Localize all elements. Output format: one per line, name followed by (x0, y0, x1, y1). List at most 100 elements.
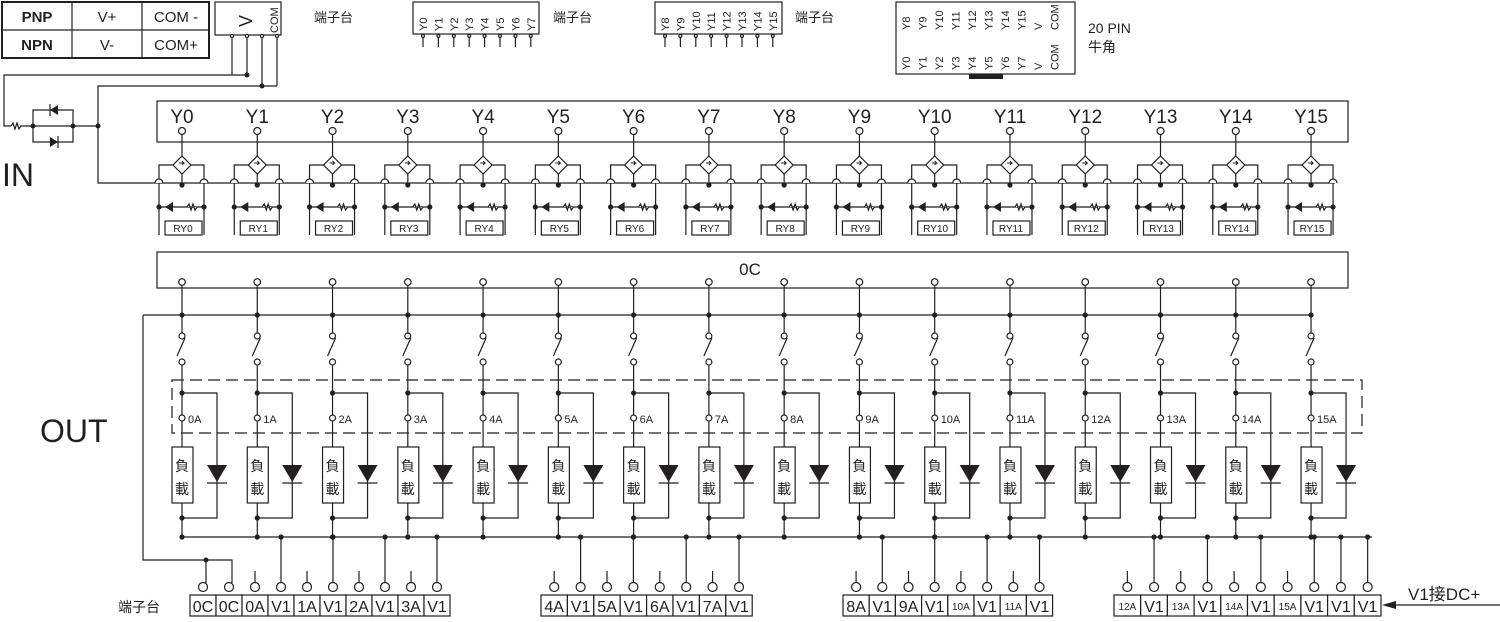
switch-icon (1079, 337, 1089, 357)
terminal-label: 3A (401, 599, 421, 616)
wire (483, 392, 519, 519)
load-label: 載 (175, 481, 189, 497)
terminal-label: V1 (873, 599, 893, 616)
pin-contact (724, 33, 729, 39)
screw-terminal (850, 581, 862, 593)
wire-crossing (1057, 178, 1067, 184)
diode-icon (1034, 465, 1055, 482)
load-label: 負 (852, 458, 866, 474)
junction-dot (608, 204, 614, 210)
common-pin (1081, 278, 1090, 286)
relay-box (1218, 220, 1257, 236)
junction-dot (856, 515, 863, 521)
screw-terminal (1229, 581, 1240, 593)
dc-note: V1接DC+ (1408, 585, 1480, 604)
terminal-label: V1 (1198, 599, 1218, 616)
load-label: 負 (401, 458, 415, 474)
load-label: 負 (777, 458, 791, 474)
common-pin (1307, 278, 1315, 286)
resistor-icon (1089, 202, 1101, 212)
pin-contact (739, 33, 745, 39)
output-pin (1232, 414, 1240, 422)
wire (859, 392, 896, 519)
junction-dot (330, 534, 336, 540)
switch-contact (1232, 332, 1240, 340)
terminal-label: 7A (703, 599, 723, 616)
output-pin (855, 414, 864, 422)
junction-dot (1007, 515, 1013, 521)
wire (934, 392, 971, 519)
screw-terminal (197, 581, 209, 593)
junction-dot (1330, 204, 1336, 210)
load-box (848, 446, 872, 504)
pin-label: Y3 (951, 57, 963, 70)
led-icon (1294, 202, 1303, 212)
junction-dot (480, 515, 486, 521)
junction-dot (1365, 534, 1371, 540)
pin-label: COM (1050, 44, 1062, 70)
arrow-icon (1382, 601, 1500, 609)
junction-dot (706, 182, 712, 188)
pin-contact (662, 33, 668, 39)
switch-icon (1154, 337, 1165, 357)
wire-crossing (1253, 178, 1263, 184)
wire (856, 160, 863, 166)
wire (708, 392, 745, 519)
terminal-label: 1A (297, 599, 317, 616)
pin-label: Y2 (449, 18, 461, 31)
junction-dot (706, 534, 712, 540)
output-pin (404, 414, 412, 422)
junction-dot (329, 515, 336, 521)
load-label: 載 (1078, 481, 1092, 497)
input-pin (855, 126, 864, 136)
junction-dot (1007, 534, 1013, 540)
led-icon (541, 202, 550, 212)
resistor-icon (337, 202, 349, 212)
terminal-label: V1 (375, 599, 395, 616)
wire-crossing (952, 178, 962, 184)
relay-box (164, 220, 203, 236)
screw-terminal (1255, 581, 1266, 593)
junction-dot (932, 312, 938, 318)
terminal-label: 0A (245, 599, 265, 616)
screw-terminal (249, 581, 261, 593)
junction-dot (382, 204, 388, 210)
junction-dot (1036, 534, 1043, 540)
screw-terminal (929, 581, 940, 593)
relay-label: RY5 (550, 224, 570, 235)
junction-dot (706, 515, 712, 521)
led-icon (240, 202, 249, 212)
pin-label: Y9 (918, 17, 930, 30)
terminal-label: V1 (925, 599, 945, 616)
diode-icon (432, 465, 453, 482)
load-label: 載 (551, 481, 565, 497)
relay-box (841, 220, 881, 236)
junction-dot (1157, 312, 1164, 318)
wire-crossing (907, 178, 917, 184)
pin-contact (244, 33, 250, 39)
screw-terminal (1309, 581, 1320, 593)
junction-dot (179, 182, 185, 188)
switch-icon (853, 337, 863, 357)
relay-label: RY11 (999, 224, 1024, 235)
junction-dot (631, 390, 637, 396)
switch-contact (404, 332, 412, 340)
diode-icon (959, 465, 980, 482)
wire (931, 160, 938, 166)
junction-dot (856, 312, 863, 318)
output-pin (328, 414, 337, 422)
connector-label: 20 PIN (1088, 20, 1131, 36)
screw-terminal (223, 581, 235, 593)
input-pin (177, 126, 187, 136)
junction-dot (405, 390, 411, 396)
junction-dot (254, 534, 260, 540)
wire (1308, 160, 1315, 166)
load-box (1300, 446, 1323, 504)
output-pin (630, 414, 638, 422)
input-pin (554, 126, 563, 136)
output-pin (253, 414, 261, 422)
